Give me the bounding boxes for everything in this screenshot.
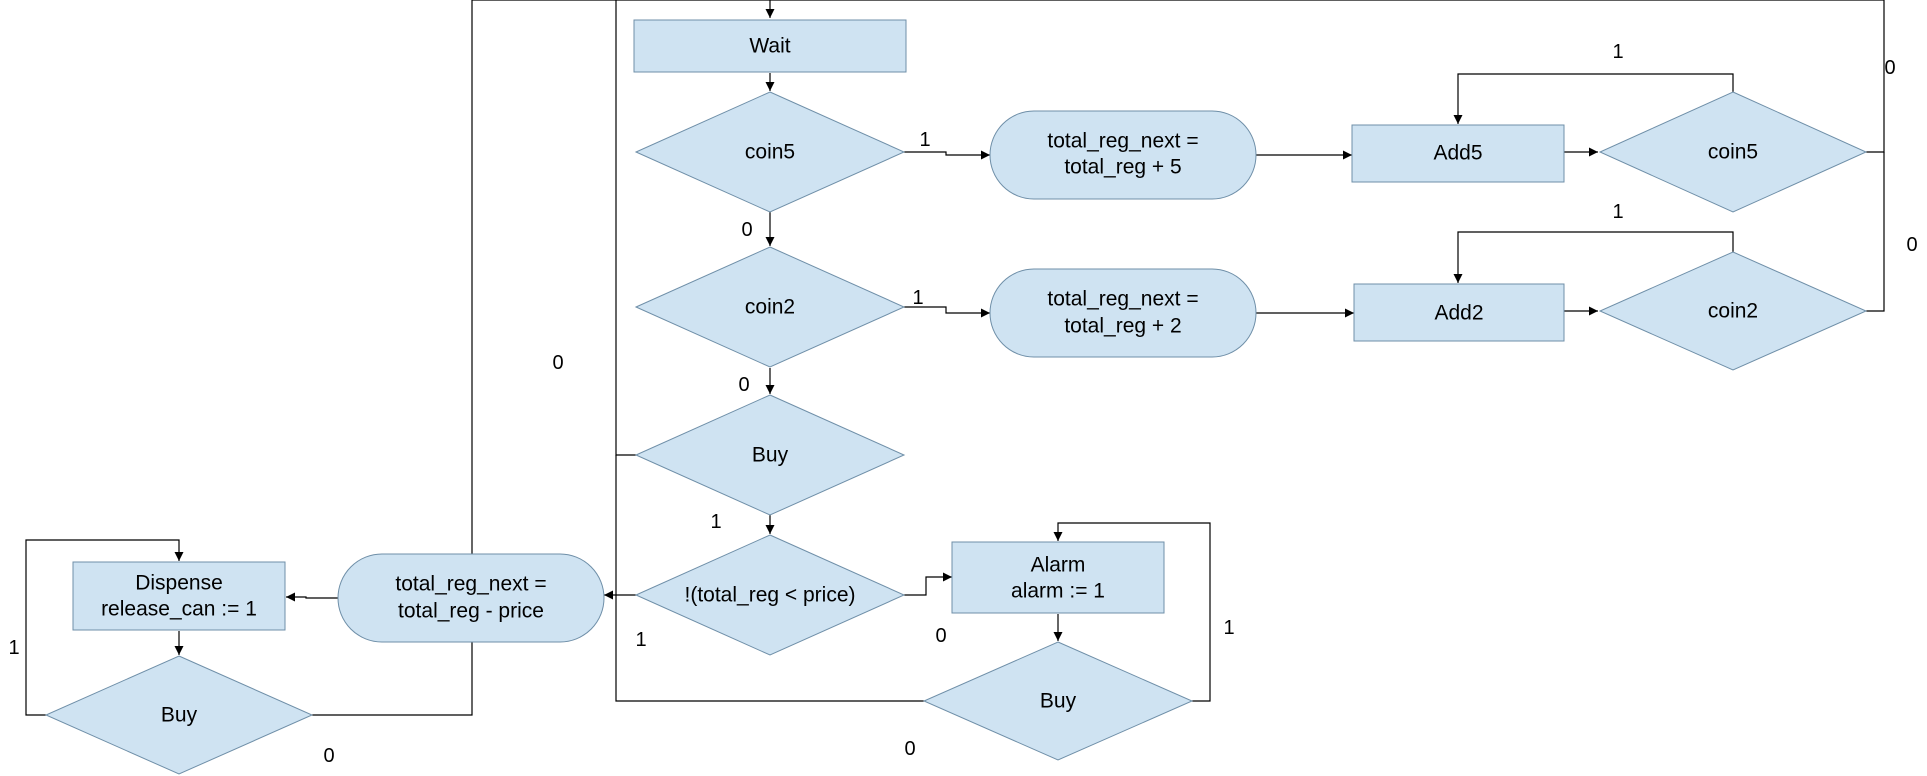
dispense-label-line1: Dispense [135,572,223,595]
coin2-no-label: 0 [738,374,749,396]
coin5-yes-label: 1 [919,129,930,151]
coin2-hold-no-label: 0 [1906,234,1917,256]
alarm-buy-label: Buy [1040,690,1077,713]
dispense-state [72,561,286,631]
coin2-check-decision [634,246,906,368]
add2-state [1353,283,1565,342]
buy-no-label: 0 [552,352,563,374]
coin2-hold-yes-label: 1 [1612,201,1623,223]
dispense-buy-label: Buy [161,704,198,727]
coin5-hold-label: coin5 [1708,141,1758,164]
add5-calc-label-line2: total_reg + 5 [1064,156,1181,179]
edge-coin2-yes-to-add2-calc [904,306,990,318]
subtract-calc-label-line2: total_reg - price [398,600,544,623]
alarm-buy-no-label: 0 [904,738,915,760]
add5-state-label: Add5 [1433,142,1482,165]
coin5-no-label: 0 [741,219,752,241]
edge-dispense-buy-no-to-wait [312,0,616,716]
coin5-hold-yes-label: 1 [1612,41,1623,63]
buy-check-decision [634,394,906,516]
edges [25,0,1885,716]
coin2-check-label: coin2 [745,296,795,319]
edge-coin2-hold-no-to-wait [1866,152,1885,312]
subtract-calc-node [337,553,605,643]
coin2-hold-label: coin2 [1708,300,1758,323]
coin2-yes-label: 1 [912,287,923,309]
add2-calc-label-line2: total_reg + 2 [1064,315,1181,338]
coin5-hold-decision [1598,91,1868,213]
dispense-buy-decision [44,655,314,775]
edge-sub-calc-to-dispense [286,592,338,602]
add2-state-label: Add2 [1434,302,1483,325]
edge-alarm-buy-yes-loop [1053,522,1211,702]
wait-label: Wait [749,35,790,58]
price-yes-label: 1 [635,629,646,651]
alarm-buy-yes-label: 1 [1223,617,1234,639]
coin5-hold-no-label: 0 [1884,57,1895,79]
coin5-check-decision [634,91,906,213]
coin2-hold-decision [1598,251,1868,371]
coin5-check-label: coin5 [745,141,795,164]
dispense-buy-no-label: 0 [323,745,334,767]
add5-calc-label-line1: total_reg_next = [1047,130,1198,153]
price-check-decision [634,534,906,656]
edge-coin2-hold-yes-loop [1453,231,1734,283]
add5-calc-node [989,110,1257,200]
alarm-label-line1: Alarm [1031,554,1086,577]
alarm-buy-decision [922,641,1194,761]
add2-calc-label-line1: total_reg_next = [1047,288,1198,311]
edge-coin5-yes-to-add5-calc [904,150,990,160]
buy-check-label: Buy [752,444,789,467]
edge-coin5-hold-yes-loop [1453,73,1734,124]
edge-price-no-to-alarm [904,572,952,596]
nodes: Wait coin5 total_reg_next = total_reg + … [44,19,1868,775]
price-no-label: 0 [935,625,946,647]
wait-state [633,19,907,73]
edge-alarm-buy-no-to-wait [615,455,924,702]
alarm-state [951,541,1165,614]
buy-yes-label: 1 [710,511,721,533]
add5-state [1351,124,1565,183]
add2-calc-node [989,268,1257,358]
edge-buy-no-to-wait [615,0,770,456]
price-check-label: !(total_reg < price) [685,584,856,607]
edge-coin5-hold-no-to-wait [765,0,1885,153]
edge-labels: 1 0 1 0 1 0 1 0 0 1 1 0 1 0 1 0 [8,41,1917,767]
subtract-calc-label-line1: total_reg_next = [395,573,546,596]
edge-dispense-buy-yes-loop [25,539,184,716]
dispense-buy-yes-label: 1 [8,637,19,659]
dispense-label-line2: release_can := 1 [101,598,257,621]
alarm-label-line2: alarm := 1 [1011,580,1105,603]
